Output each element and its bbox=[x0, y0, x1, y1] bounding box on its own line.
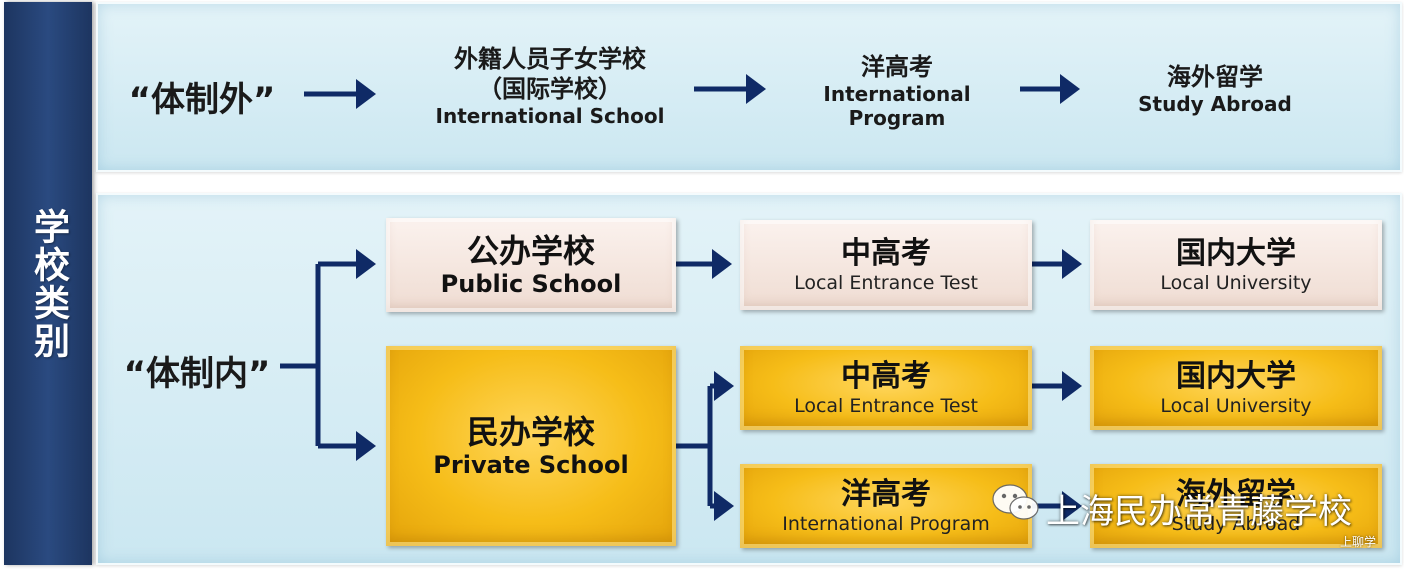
public-school-en: Public School bbox=[440, 270, 622, 298]
inside-system-label: “体制内” bbox=[123, 354, 271, 394]
private-exam-cn: 中高考 bbox=[841, 359, 931, 394]
private-university-en: Local University bbox=[1160, 395, 1312, 417]
public-university-box: 国内大学 Local University bbox=[1090, 220, 1382, 310]
wechat-icon bbox=[992, 484, 1039, 520]
public-exam-cn: 中高考 bbox=[841, 236, 931, 271]
private-abroad-cn: 海外留学 bbox=[1176, 477, 1296, 512]
private-school-box: 民办学校 Private School bbox=[386, 346, 676, 546]
private-university-box: 国内大学 Local University bbox=[1090, 346, 1382, 430]
study-abroad-en: Study Abroad bbox=[1138, 92, 1292, 116]
intl-program-cn: 洋高考 bbox=[861, 53, 933, 81]
intl-program-en-1: International bbox=[823, 82, 971, 106]
intl-school-en: International School bbox=[435, 104, 665, 128]
public-school-box: 公办学校 Public School bbox=[386, 218, 676, 312]
private-program-cn: 洋高考 bbox=[841, 477, 931, 512]
public-exam-en: Local Entrance Test bbox=[794, 272, 978, 294]
private-program-en: International Program bbox=[782, 513, 990, 535]
intl-program-node: 洋高考 International Program bbox=[792, 52, 1002, 130]
study-abroad-node: 海外留学 Study Abroad bbox=[1110, 62, 1320, 116]
intl-program-en-2: Program bbox=[848, 106, 946, 130]
watermark-small-text: 上聊学 bbox=[1340, 535, 1377, 549]
category-sidebar: 学校类别 bbox=[4, 2, 92, 565]
public-university-cn: 国内大学 bbox=[1176, 236, 1296, 271]
connector-private-split bbox=[676, 386, 713, 506]
study-abroad-cn: 海外留学 bbox=[1167, 63, 1263, 91]
private-school-en: Private School bbox=[433, 451, 629, 479]
public-university-en: Local University bbox=[1160, 272, 1312, 294]
connector-inside-split bbox=[280, 264, 321, 446]
private-abroad-en: Study Abroad bbox=[1171, 513, 1301, 535]
sidebar-title: 学校类别 bbox=[28, 207, 69, 360]
private-exam-box: 中高考 Local Entrance Test bbox=[740, 346, 1032, 430]
intl-school-cn-paren: （国际学校） bbox=[478, 75, 622, 103]
intl-school-cn: 外籍人员子女学校 bbox=[454, 45, 646, 73]
intl-school-node: 外籍人员子女学校 （国际学校） International School bbox=[400, 44, 700, 128]
private-program-box: 洋高考 International Program bbox=[740, 464, 1032, 548]
outside-system-label: “体制外” bbox=[128, 80, 276, 120]
public-exam-box: 中高考 Local Entrance Test bbox=[740, 220, 1032, 310]
private-school-cn: 民办学校 bbox=[466, 413, 595, 451]
private-exam-en: Local Entrance Test bbox=[794, 395, 978, 417]
watermark-account-name: 上海民办常青藤学校 bbox=[1046, 492, 1352, 532]
private-university-cn: 国内大学 bbox=[1176, 359, 1296, 394]
public-school-cn: 公办学校 bbox=[466, 232, 595, 270]
private-abroad-box: 海外留学 Study Abroad bbox=[1090, 464, 1382, 548]
